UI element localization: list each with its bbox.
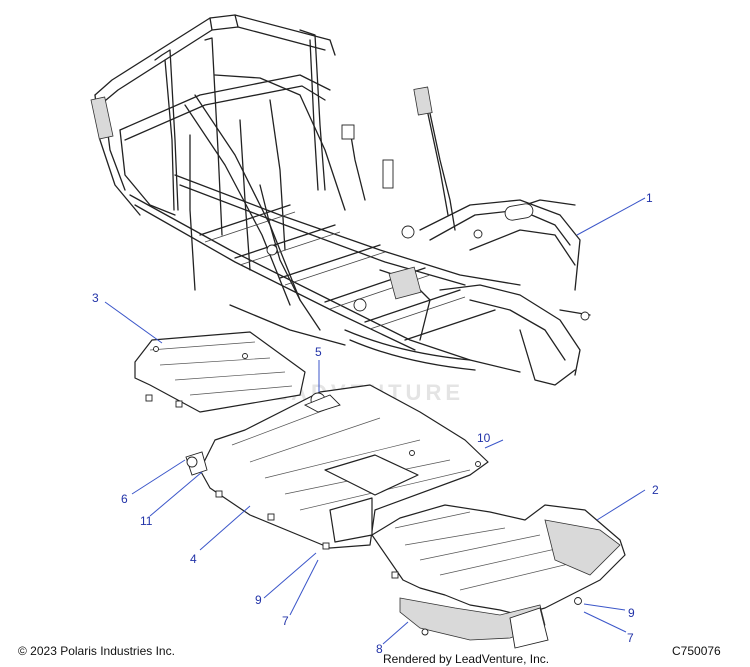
callout-10: 10 bbox=[477, 431, 491, 445]
callout-labels: 1 2 3 4 5 6 7 7 8 9 9 10 11 bbox=[92, 191, 659, 656]
leader-lines bbox=[104, 197, 646, 645]
rendered-by-text: Rendered by LeadVenture, Inc. bbox=[383, 652, 550, 666]
diagram-code: C750076 bbox=[672, 644, 721, 658]
skid-plate-center-part-4 bbox=[185, 384, 489, 550]
callout-6: 6 bbox=[121, 492, 128, 506]
skid-plate-front-part-2 bbox=[371, 504, 626, 649]
callout-11: 11 bbox=[140, 514, 153, 528]
copyright-text: © 2023 Polaris Industries Inc. bbox=[18, 644, 175, 658]
callout-2: 2 bbox=[652, 483, 659, 497]
frame-assembly: LEADVENTURE bbox=[90, 14, 591, 405]
callout-1: 1 bbox=[646, 191, 653, 205]
callout-5: 5 bbox=[315, 345, 322, 359]
callout-9-right: 9 bbox=[628, 606, 635, 620]
callout-8: 8 bbox=[376, 642, 383, 656]
skid-plate-rear-part-3 bbox=[134, 331, 306, 413]
callout-4: 4 bbox=[190, 552, 197, 566]
callout-3: 3 bbox=[92, 291, 99, 305]
callout-9-left: 9 bbox=[255, 593, 262, 607]
callout-7-left: 7 bbox=[282, 614, 289, 628]
callout-7-right: 7 bbox=[627, 631, 634, 645]
